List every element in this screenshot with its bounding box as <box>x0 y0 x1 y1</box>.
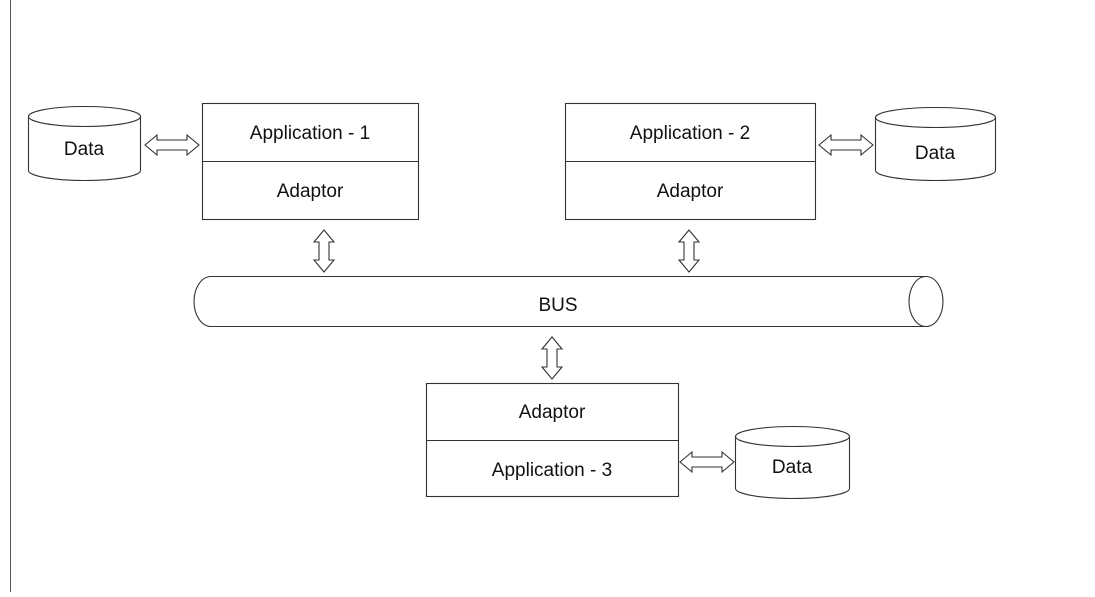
app2-adaptor-label: Adaptor <box>657 181 724 202</box>
app2-data-label: Data <box>915 143 956 164</box>
app3-block: Adaptor Application - 3 <box>427 384 679 497</box>
app1-data-label: Data <box>64 139 105 160</box>
app2-title: Application - 2 <box>630 123 750 144</box>
app3-bus-double-arrow <box>542 337 562 379</box>
app1-bus-double-arrow <box>314 230 334 272</box>
app3-data-cylinder: Data <box>736 427 850 499</box>
app1-data-double-arrow <box>145 135 199 155</box>
app3-data-double-arrow <box>680 452 734 472</box>
app1-title: Application - 1 <box>250 123 370 144</box>
app2-data-cylinder: Data <box>876 108 996 181</box>
app1-adaptor-label: Adaptor <box>277 181 344 202</box>
app1-block: Application - 1 Adaptor <box>203 104 419 220</box>
bus-label: BUS <box>538 295 577 316</box>
app3-adaptor-label: Adaptor <box>519 402 586 423</box>
app2-block: Application - 2 Adaptor <box>566 104 816 220</box>
app3-data-label: Data <box>772 457 813 478</box>
app3-title: Application - 3 <box>492 460 612 481</box>
app2-bus-double-arrow <box>679 230 699 272</box>
bus-cylinder: BUS <box>194 277 943 327</box>
app1-data-cylinder: Data <box>29 107 141 181</box>
app2-data-double-arrow <box>819 135 873 155</box>
